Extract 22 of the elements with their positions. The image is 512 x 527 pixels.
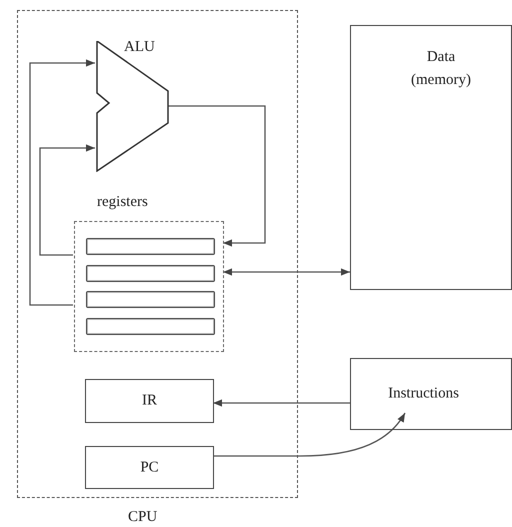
register-bar: [86, 291, 215, 308]
arrow: [223, 268, 350, 276]
component-label: IR: [141, 392, 158, 410]
component-label: PC: [139, 459, 160, 476]
memory-box: [350, 25, 512, 290]
arrow: [39, 144, 95, 256]
register-bar: [86, 318, 215, 335]
alu-label: ALU: [124, 39, 155, 56]
component-box: [350, 358, 512, 430]
component-label: Instructions: [387, 386, 460, 402]
memory-label: Data (memory): [410, 48, 472, 90]
arrow: [213, 399, 350, 407]
component-box: [85, 446, 214, 489]
alu-symbol: [96, 41, 169, 172]
arrow: [168, 105, 266, 247]
arrow: [213, 412, 406, 457]
cpu-label: CPU: [128, 509, 158, 526]
arrow: [29, 59, 95, 306]
register-bar: [86, 238, 215, 255]
component-box: [85, 379, 214, 423]
registers-label: registers: [97, 194, 148, 211]
register-bar: [86, 265, 215, 282]
